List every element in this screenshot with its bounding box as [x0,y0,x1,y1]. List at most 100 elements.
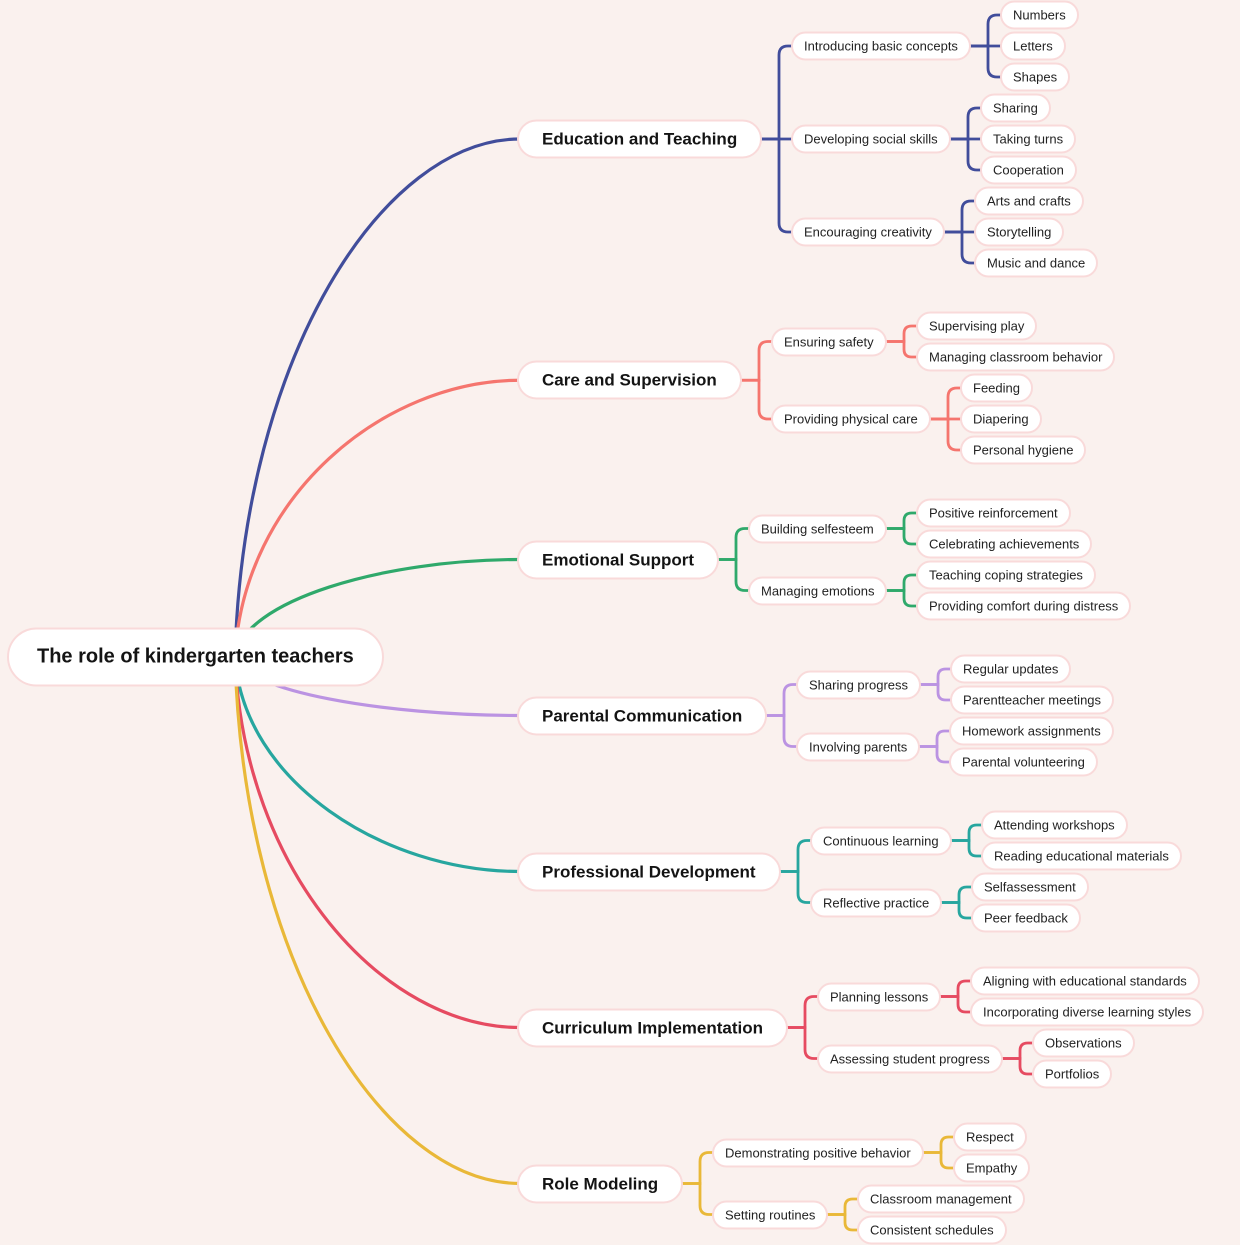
connector-line [715,527,752,561]
leaf-node-sharing[interactable]: Sharing [980,93,1051,123]
connector-line [937,995,974,1014]
connector-line [916,745,953,764]
leaf-node-classroom-management[interactable]: Classroom management [857,1184,1025,1214]
connector-line [679,1151,716,1185]
leaf-node-empathy[interactable]: Empathy [953,1153,1031,1183]
sub-node-reflective-practice[interactable]: Reflective practice [810,888,943,917]
sub-node-sharing-progress[interactable]: Sharing progress [796,670,921,699]
leaf-node-cooperation[interactable]: Cooperation [980,155,1077,185]
connector-line [784,1026,821,1060]
connector-line [233,378,522,659]
connector-line [777,839,814,873]
branch-node-education-and-teaching[interactable]: Education and Teaching [517,119,763,159]
connector-line [233,655,522,1030]
leaf-node-music-and-dance[interactable]: Music and dance [974,248,1099,278]
sub-node-demonstrating-positive-behavior[interactable]: Demonstrating positive behavior [712,1138,924,1167]
leaf-node-consistent-schedules[interactable]: Consistent schedules [857,1215,1007,1245]
sub-node-managing-emotions[interactable]: Managing emotions [748,576,888,605]
connector-line [948,839,985,858]
connector-line [927,386,964,421]
leaf-node-respect[interactable]: Respect [953,1122,1027,1152]
connector-line [999,1041,1036,1060]
connector-line [916,729,953,748]
leaf-node-attending-workshops[interactable]: Attending workshops [981,810,1128,840]
leaf-node-selfassessment[interactable]: Selfassessment [971,872,1089,902]
sub-node-ensuring-safety[interactable]: Ensuring safety [771,327,887,356]
leaf-node-peer-feedback[interactable]: Peer feedback [971,903,1081,933]
leaf-node-parentteacher-meetings[interactable]: Parentteacher meetings [950,685,1115,715]
leaf-node-shapes[interactable]: Shapes [1000,62,1071,92]
leaf-node-personal-hygiene[interactable]: Personal hygiene [960,435,1087,465]
connector-line [233,137,522,659]
connector-line [738,378,775,421]
leaf-node-reading-educational-materials[interactable]: Reading educational materials [981,841,1182,871]
sub-node-building-selfesteem[interactable]: Building selfesteem [748,514,887,543]
branch-node-emotional-support[interactable]: Emotional Support [517,540,720,579]
leaf-node-portfolios[interactable]: Portfolios [1032,1059,1113,1089]
leaf-node-managing-classroom-behavior[interactable]: Managing classroom behavior [916,342,1116,372]
leaf-node-parental-volunteering[interactable]: Parental volunteering [949,747,1098,777]
connector-line [679,1182,716,1216]
leaf-node-supervising-play[interactable]: Supervising play [916,311,1038,341]
connector-line [941,230,978,265]
leaf-node-observations[interactable]: Observations [1032,1028,1135,1058]
connector-line [824,1213,861,1232]
sub-node-providing-physical-care[interactable]: Providing physical care [771,404,931,434]
sub-node-continuous-learning[interactable]: Continuous learning [810,826,952,855]
connector-line [938,901,975,920]
leaf-node-numbers[interactable]: Numbers [1000,0,1079,30]
sub-node-introducing-basic-concepts[interactable]: Introducing basic concepts [791,31,971,61]
leaf-node-feeding[interactable]: Feeding [960,373,1033,403]
connector-line [883,324,920,343]
branch-node-parental-communication[interactable]: Parental Communication [517,696,768,735]
connector-line [927,417,964,452]
connector-line [763,714,800,748]
leaf-node-providing-comfort-during-distress[interactable]: Providing comfort during distress [916,591,1132,621]
leaf-node-incorporating-diverse-learning-styles[interactable]: Incorporating diverse learning styles [970,997,1205,1027]
leaf-node-arts-and-crafts[interactable]: Arts and crafts [974,186,1084,216]
connector-line [999,1057,1036,1076]
connector-line [233,655,522,1186]
leaf-node-letters[interactable]: Letters [1000,31,1066,61]
branch-node-care-and-supervision[interactable]: Care and Supervision [517,360,742,400]
connector-line [824,1197,861,1216]
branch-node-role-modeling[interactable]: Role Modeling [517,1164,684,1203]
connector-line [941,199,978,234]
connector-line [763,683,800,717]
branch-node-curriculum-implementation[interactable]: Curriculum Implementation [517,1008,789,1047]
connector-line [883,573,920,592]
sub-node-assessing-student-progress[interactable]: Assessing student progress [817,1044,1003,1073]
connector-line [758,44,795,141]
sub-node-planning-lessons[interactable]: Planning lessons [817,982,942,1011]
connector-line [883,511,920,530]
connector-line [937,979,974,998]
connector-line [758,137,795,234]
leaf-node-homework-assignments[interactable]: Homework assignments [949,716,1114,746]
connector-line [784,995,821,1029]
leaf-node-storytelling[interactable]: Storytelling [974,217,1065,247]
leaf-node-diapering[interactable]: Diapering [960,404,1042,434]
leaf-node-celebrating-achievements[interactable]: Celebrating achievements [916,529,1093,559]
leaf-node-teaching-coping-strategies[interactable]: Teaching coping strategies [916,560,1096,590]
sub-node-setting-routines[interactable]: Setting routines [712,1200,829,1229]
sub-node-developing-social-skills[interactable]: Developing social skills [791,124,951,154]
connector-line [233,655,522,874]
leaf-node-taking-turns[interactable]: Taking turns [980,124,1077,154]
sub-node-involving-parents[interactable]: Involving parents [796,732,921,761]
connector-line [777,870,814,904]
connector-line [938,885,975,904]
connector-line [883,589,920,608]
leaf-node-positive-reinforcement[interactable]: Positive reinforcement [916,498,1071,528]
leaf-node-regular-updates[interactable]: Regular updates [950,654,1072,684]
branch-node-professional-development[interactable]: Professional Development [517,852,781,891]
connector-line [883,527,920,546]
connector-line [883,340,920,359]
connector-line [738,340,775,382]
leaf-node-aligning-with-educational-standards[interactable]: Aligning with educational standards [970,966,1200,996]
connector-line [917,667,954,686]
sub-node-encouraging-creativity[interactable]: Encouraging creativity [791,217,945,247]
root-node[interactable]: The role of kindergarten teachers [7,627,384,687]
connector-line [917,683,954,702]
